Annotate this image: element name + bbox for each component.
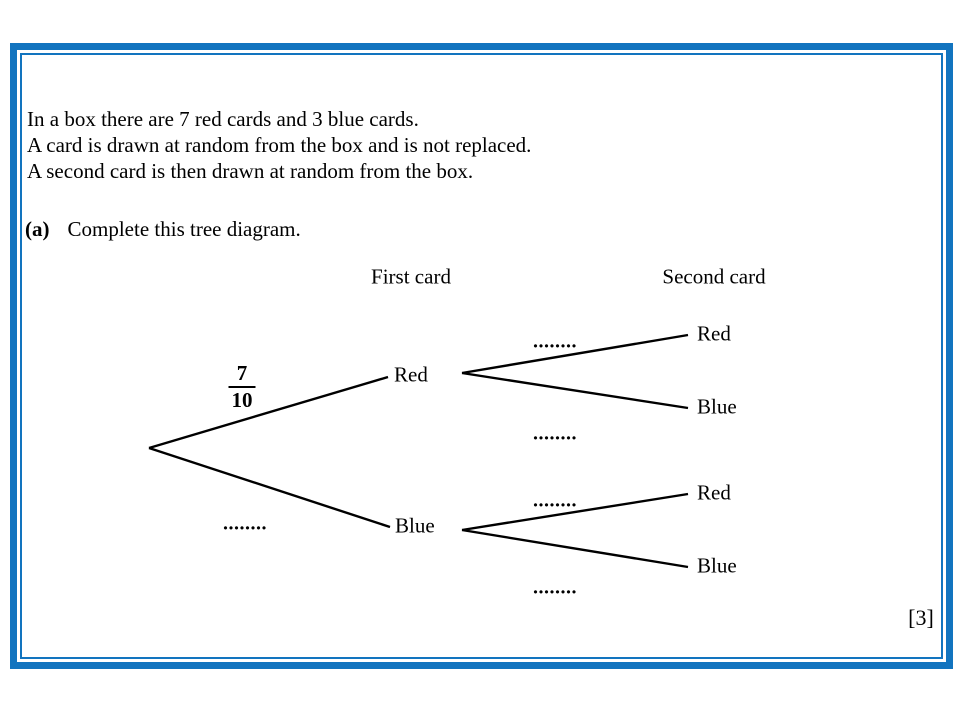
branch-red-to-red (461, 333, 689, 375)
branch-red-to-blue (461, 371, 689, 410)
slide-border-frame (10, 43, 953, 669)
part-a-label: (a) (25, 217, 50, 241)
second-card-column-header: Second card (662, 264, 766, 289)
branch-blue-to-red (461, 492, 689, 532)
slide-inner-border (20, 53, 943, 659)
node-label-second-red-after-red: Red (697, 321, 731, 346)
question-text: In a box there are 7 red cards and 3 blu… (27, 106, 531, 184)
question-line-2: A card is drawn at random from the box a… (27, 133, 532, 157)
first-card-column-header: First card (371, 264, 451, 289)
node-label-second-blue-after-red: Blue (697, 394, 737, 419)
part-a-instruction: Complete this tree diagram. (67, 217, 301, 241)
node-label-first-blue: Blue (395, 513, 435, 538)
fraction-denominator: 10 (231, 388, 253, 412)
node-label-second-blue-after-blue: Blue (697, 553, 737, 578)
branch-root-to-red (148, 375, 389, 450)
fraction-numerator: 7 (228, 363, 256, 388)
probability-blank-root-blue: ........ (223, 512, 267, 535)
question-line-3: A second card is then drawn at random fr… (27, 159, 474, 183)
branch-blue-to-blue (461, 528, 689, 569)
probability-blank-red-red: ........ (533, 330, 577, 353)
node-label-first-red: Red (394, 362, 428, 387)
node-label-second-red-after-blue: Red (697, 480, 731, 505)
probability-blank-blue-red: ........ (533, 489, 577, 512)
branch-root-to-blue (148, 446, 391, 529)
marks-badge: [3] (908, 605, 934, 630)
probability-fraction-7-10: 7 10 (228, 363, 256, 412)
question-part-a: (a) Complete this tree diagram. (25, 217, 301, 242)
probability-blank-red-blue: ........ (533, 422, 577, 445)
probability-blank-blue-blue: ........ (533, 576, 577, 599)
question-line-1: In a box there are 7 red cards and 3 blu… (27, 107, 419, 131)
